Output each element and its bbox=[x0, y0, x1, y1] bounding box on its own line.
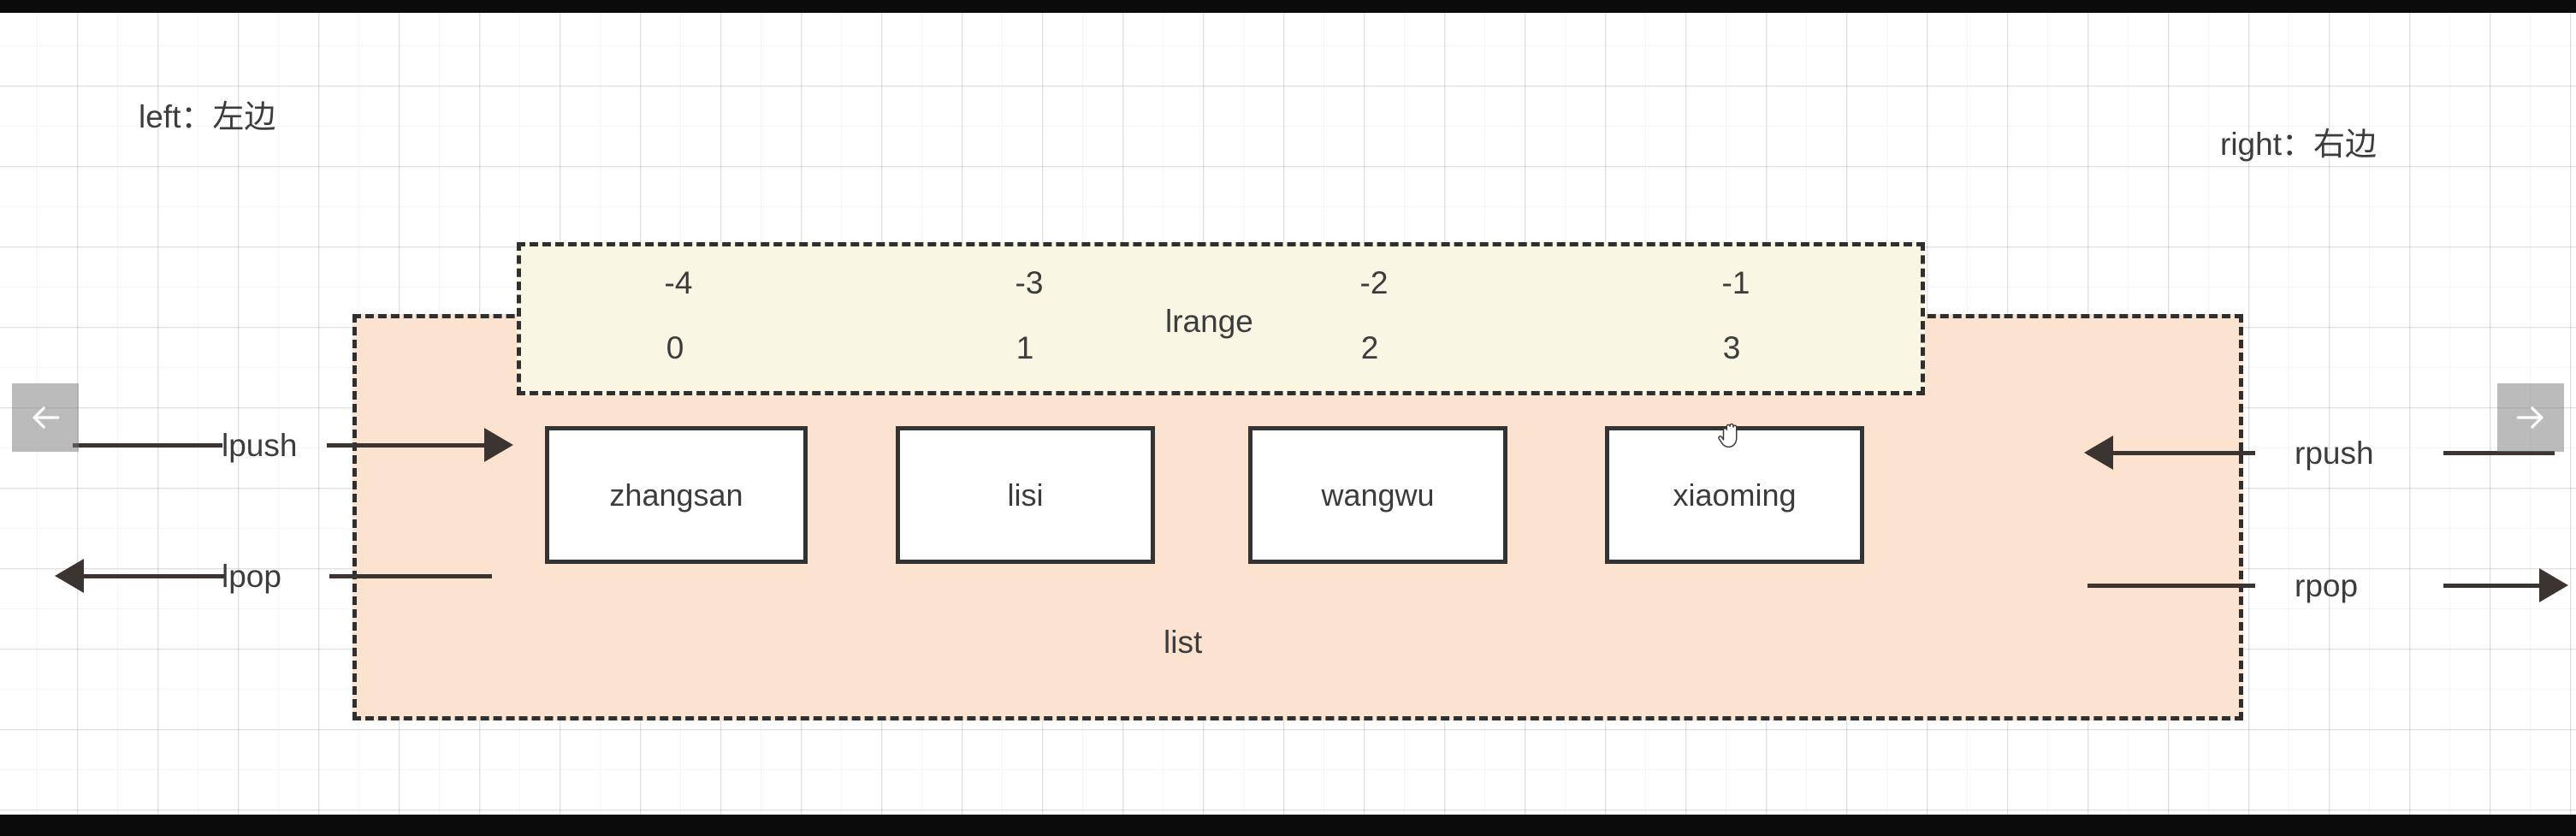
graph-paper-canvas[interactable]: left：左边 right：右边 list lrange -4 -3 -2 -1… bbox=[0, 13, 2576, 815]
previous-page-button[interactable] bbox=[12, 383, 79, 452]
list-item-box[interactable]: lisi bbox=[896, 426, 1155, 564]
lpush-arrow-line-inner bbox=[327, 443, 485, 448]
arrow-right-icon bbox=[2512, 399, 2549, 436]
lpush-arrowhead-icon bbox=[484, 428, 513, 462]
lpush-arrow-line-outer bbox=[73, 443, 222, 448]
negative-index-1: -3 bbox=[1015, 265, 1044, 300]
rpop-arrow-line-inner bbox=[2087, 584, 2255, 588]
negative-index-0: -4 bbox=[664, 265, 693, 300]
rpush-arrowhead-icon bbox=[2084, 436, 2113, 470]
lrange-range-box[interactable] bbox=[517, 242, 1925, 395]
rpop-arrow-line-outer bbox=[2443, 584, 2542, 588]
positive-index-0: 0 bbox=[666, 330, 684, 365]
rpush-operation-label: rpush bbox=[2295, 436, 2374, 471]
rpop-arrowhead-icon bbox=[2539, 568, 2568, 602]
arrow-left-icon bbox=[27, 399, 64, 436]
lpop-operation-label: lpop bbox=[222, 559, 281, 594]
bottom-chrome-strip bbox=[0, 815, 2576, 836]
top-chrome-strip bbox=[0, 0, 2576, 13]
caption-right-side: right：右边 bbox=[2220, 127, 2377, 162]
caption-left-side: left：左边 bbox=[139, 99, 276, 134]
lpush-operation-label: lpush bbox=[222, 428, 298, 463]
list-item-box[interactable]: xiaoming bbox=[1605, 426, 1864, 564]
negative-index-3: -1 bbox=[1721, 265, 1750, 300]
positive-index-2: 2 bbox=[1360, 330, 1379, 365]
list-container-label: list bbox=[1164, 625, 1203, 660]
positive-index-3: 3 bbox=[1722, 330, 1741, 365]
negative-index-2: -2 bbox=[1359, 265, 1389, 300]
lpop-arrow-line-outer bbox=[84, 574, 225, 578]
lrange-label: lrange bbox=[1165, 304, 1253, 339]
next-page-button[interactable] bbox=[2497, 383, 2564, 452]
rpush-arrow-line-inner bbox=[2087, 451, 2255, 455]
lpop-arrow-line-inner bbox=[329, 574, 492, 578]
lpop-arrowhead-icon bbox=[55, 559, 84, 593]
rpop-operation-label: rpop bbox=[2295, 568, 2359, 603]
rpush-arrow-line-outer bbox=[2443, 451, 2555, 455]
list-item-box[interactable]: zhangsan bbox=[545, 426, 808, 564]
positive-index-1: 1 bbox=[1016, 330, 1034, 365]
list-item-box[interactable]: wangwu bbox=[1248, 426, 1507, 564]
